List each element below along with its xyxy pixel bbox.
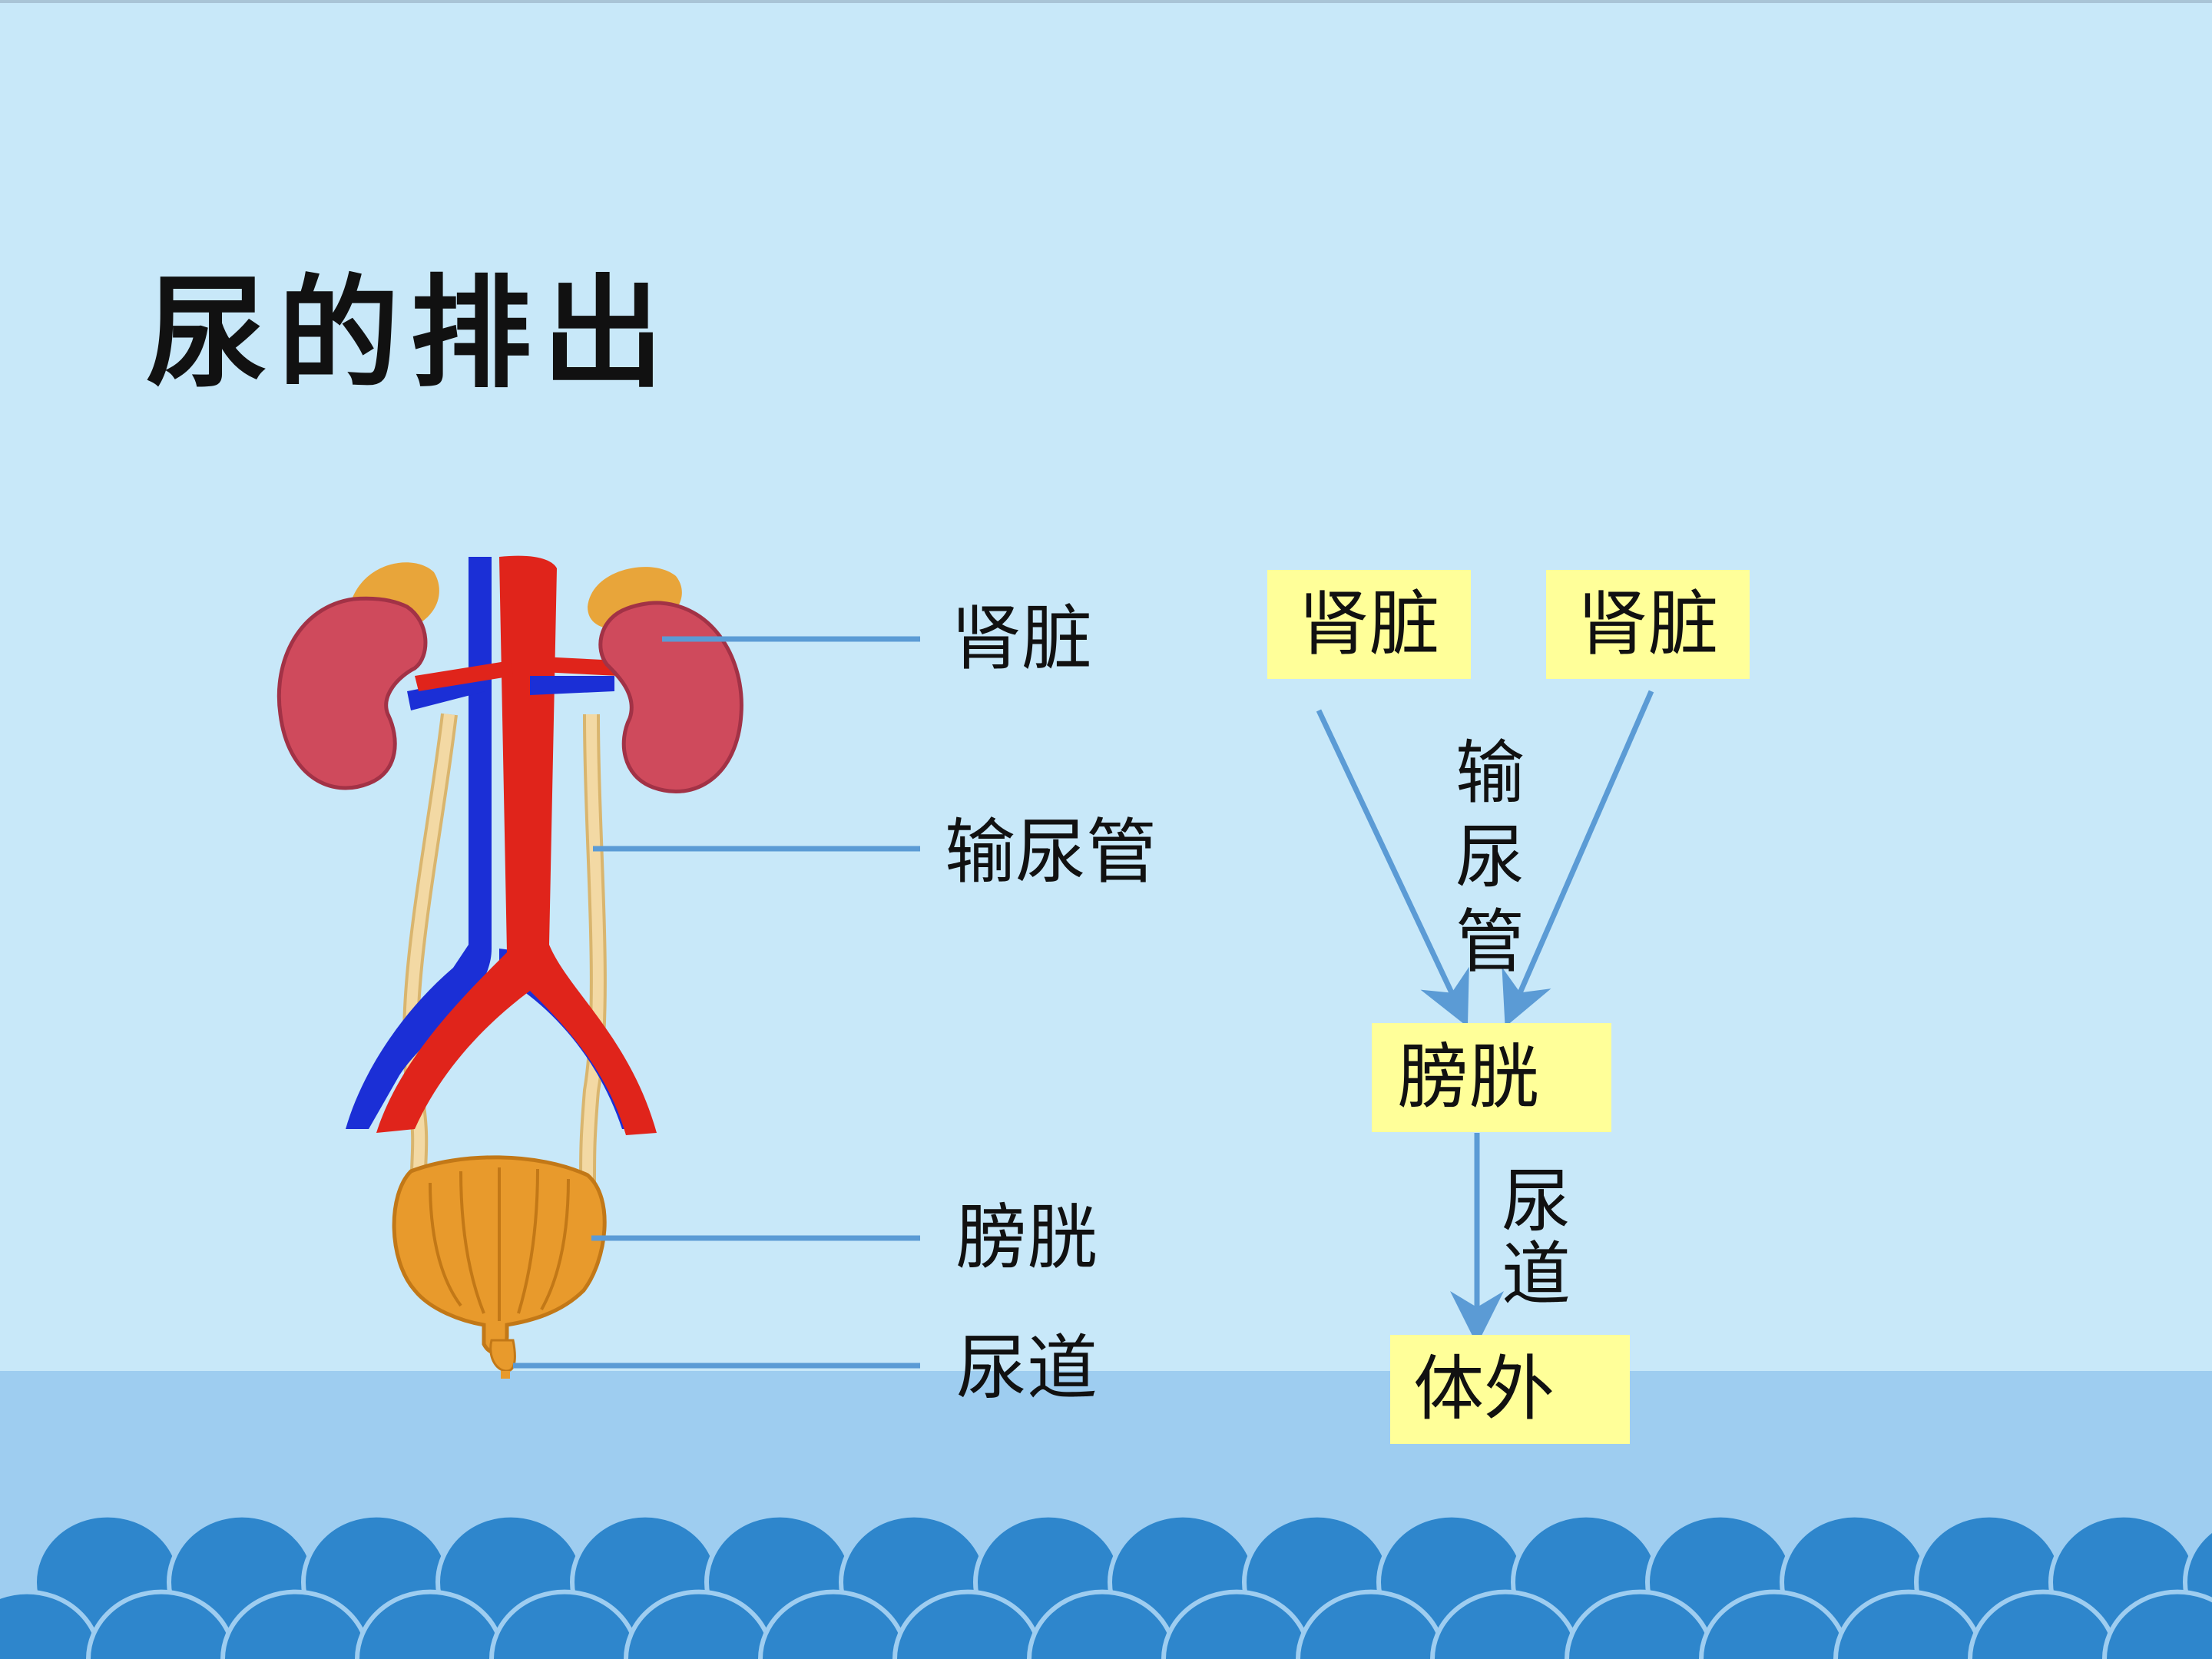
- wave-scallop: [758, 1589, 909, 1659]
- label-kidney: 肾脏: [951, 598, 1093, 680]
- urethra-tip: [501, 1371, 510, 1379]
- wave-scallop: [1027, 1589, 1177, 1659]
- flow-box-kidney-right: 肾脏: [1546, 570, 1750, 679]
- flow-box-kidney-right-text: 肾脏: [1577, 583, 1719, 665]
- urethra: [489, 1339, 516, 1373]
- wave-scallop: [220, 1589, 371, 1659]
- wave-scallop: [489, 1589, 640, 1659]
- wave-scallop: [1565, 1589, 1715, 1659]
- wave-scallop: [1161, 1589, 1312, 1659]
- page-title: 尿的排出: [146, 262, 674, 405]
- aorta: [376, 555, 657, 1135]
- flow-box-kidney-left-text: 肾脏: [1298, 583, 1440, 665]
- flow-urethra-vertical-label: 尿道: [1502, 1161, 1571, 1315]
- flow-box-outside-text: 体外: [1413, 1348, 1555, 1430]
- wave-scallop: [1968, 1589, 2118, 1659]
- flow-ureter-vertical-label: 输尿管: [1455, 733, 1525, 982]
- vena-cava: [346, 557, 492, 1129]
- right-kidney-arrow: [1502, 690, 1654, 1028]
- top-rule: [0, 0, 2212, 3]
- label-bladder: 膀胱: [956, 1197, 1098, 1279]
- wave-scallop: [1699, 1589, 1849, 1659]
- wave-scallop: [1296, 1589, 1446, 1659]
- wave-scallop: [2102, 1589, 2212, 1659]
- flow-box-outside: 体外: [1390, 1335, 1630, 1444]
- wave-scallop: [892, 1589, 1043, 1659]
- wave-scallop: [86, 1589, 237, 1659]
- left-renal-artery: [415, 661, 513, 691]
- wave-scallop: [1430, 1589, 1581, 1659]
- left-kidney-arrow: [1316, 709, 1469, 1028]
- wave-scallop: [0, 1589, 102, 1659]
- right-renal-artery: [541, 657, 618, 676]
- wave-scallop: [624, 1589, 774, 1659]
- flow-box-bladder-text: 膀胱: [1398, 1036, 1540, 1118]
- wave-scallop: [1833, 1589, 1984, 1659]
- bladder-texture: [429, 1167, 570, 1321]
- left-kidney: [276, 596, 428, 790]
- label-ureter: 输尿管: [945, 811, 1157, 893]
- flow-box-kidney-left: 肾脏: [1267, 570, 1471, 679]
- right-kidney: [598, 601, 743, 793]
- left-renal-vein: [407, 676, 485, 710]
- label-urethra: 尿道: [956, 1327, 1098, 1409]
- right-renal-vein: [530, 676, 614, 695]
- wave-scallop: [355, 1589, 505, 1659]
- flow-box-bladder: 膀胱: [1372, 1023, 1611, 1132]
